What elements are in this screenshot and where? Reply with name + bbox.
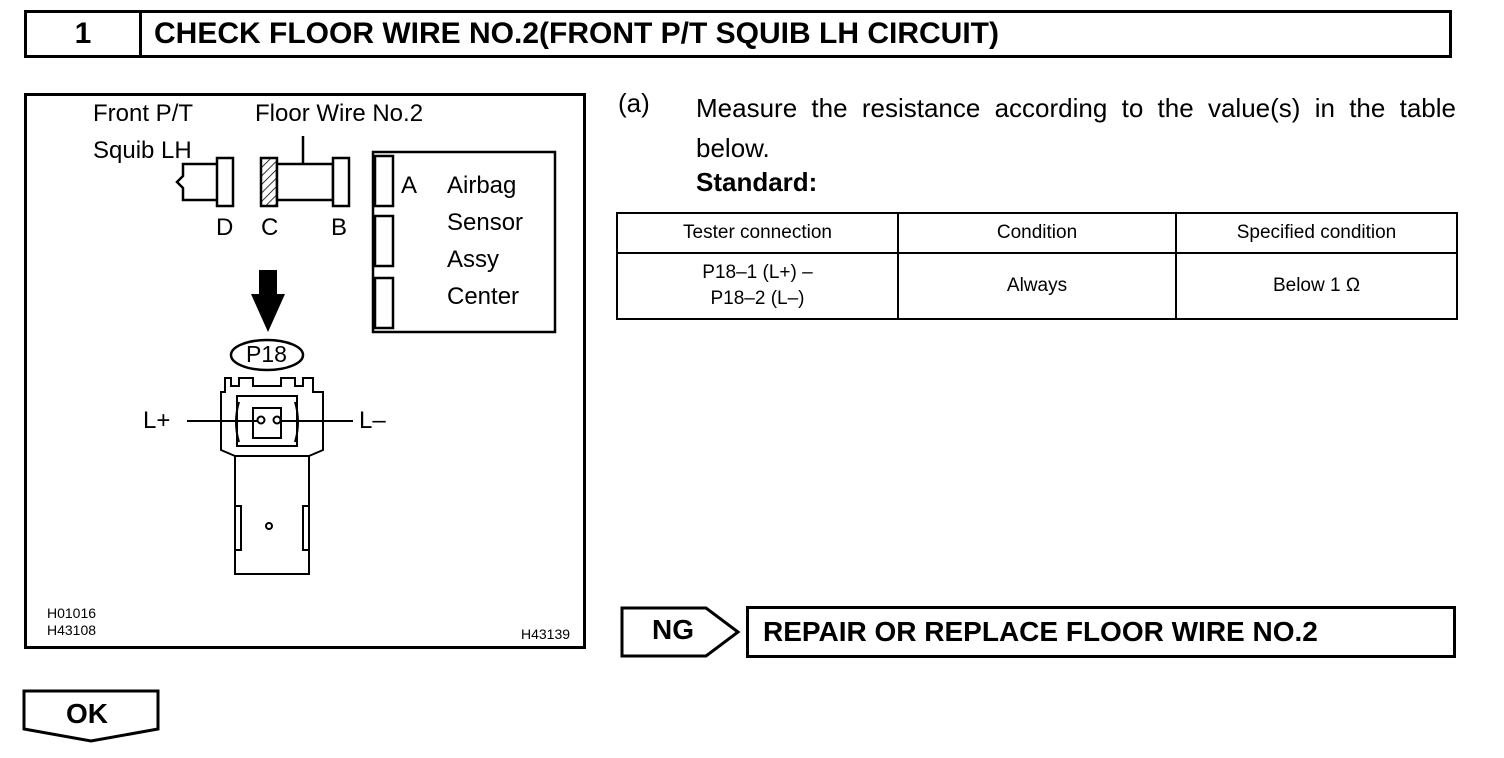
header-specified-condition: Specified condition bbox=[1175, 212, 1458, 254]
header-condition: Condition bbox=[897, 212, 1177, 254]
floor-wire-connectors bbox=[259, 136, 351, 208]
ng-action-box: REPAIR OR REPLACE FLOOR WIRE NO.2 bbox=[746, 606, 1456, 658]
reference-code-1: H01016 bbox=[47, 605, 97, 621]
tester-connection-line-2: P18–2 (L–) bbox=[710, 288, 805, 309]
tester-connection-line-1: P18–1 (L+) – bbox=[702, 262, 813, 283]
connector-figure: Front P/T Squib LH Floor Wire No.2 D C B… bbox=[24, 93, 586, 649]
terminal-l-plus-label: L+ bbox=[143, 407, 171, 434]
label-floor-wire: Floor Wire No.2 bbox=[255, 100, 424, 127]
table-header-row: Tester connection Condition Specified co… bbox=[616, 212, 1458, 254]
standard-heading: Standard: bbox=[696, 167, 818, 197]
step-header: 1 CHECK FLOOR WIRE NO.2(FRONT P/T SQUIB … bbox=[24, 10, 1452, 58]
connector-id-ellipse bbox=[229, 338, 305, 372]
ok-arrow-shape bbox=[22, 689, 160, 743]
sensor-label-line-4: Center bbox=[447, 283, 520, 310]
wiring-diagram bbox=[175, 136, 557, 575]
airbag-sensor-box bbox=[371, 150, 557, 334]
cell-tester-connection: P18–1 (L+) – P18–2 (L–) bbox=[616, 252, 899, 320]
ng-label: NG bbox=[652, 614, 694, 645]
instruction-label: (a) bbox=[618, 88, 650, 118]
cell-specified-condition: Below 1 Ω bbox=[1175, 252, 1458, 320]
ng-arrow-shape bbox=[620, 606, 741, 658]
label-b: B bbox=[331, 214, 348, 241]
sensor-label-line-3: Assy bbox=[447, 246, 500, 273]
p18-connector bbox=[220, 377, 324, 575]
header-tester-connection: Tester connection bbox=[616, 212, 899, 254]
label-squib-lh: Squib LH bbox=[93, 137, 192, 164]
squib-connector bbox=[175, 156, 235, 208]
label-d: D bbox=[216, 214, 234, 241]
step-title: CHECK FLOOR WIRE NO.2(FRONT P/T SQUIB LH… bbox=[154, 17, 999, 50]
instruction-text: Measure the resistance according to the … bbox=[696, 93, 1456, 163]
ok-label: OK bbox=[66, 698, 108, 729]
cell-condition: Always bbox=[897, 252, 1177, 320]
connector-id-label: P18 bbox=[246, 341, 287, 367]
reference-code-3: H43139 bbox=[521, 626, 571, 642]
table-row: P18–1 (L+) – P18–2 (L–) Always Below 1 Ω bbox=[616, 252, 1458, 320]
specification-table: Tester connection Condition Specified co… bbox=[616, 212, 1458, 320]
sensor-label-line-2: Sensor bbox=[447, 209, 524, 236]
label-a: A bbox=[401, 172, 418, 199]
terminal-l-minus-label: L– bbox=[359, 407, 386, 434]
down-arrow-icon bbox=[251, 270, 285, 332]
reference-code-2: H43108 bbox=[47, 622, 97, 638]
step-number: 1 bbox=[27, 13, 142, 55]
sensor-label-line-1: Airbag bbox=[447, 172, 517, 199]
label-c: C bbox=[261, 214, 279, 241]
label-front-pt: Front P/T bbox=[93, 100, 194, 127]
